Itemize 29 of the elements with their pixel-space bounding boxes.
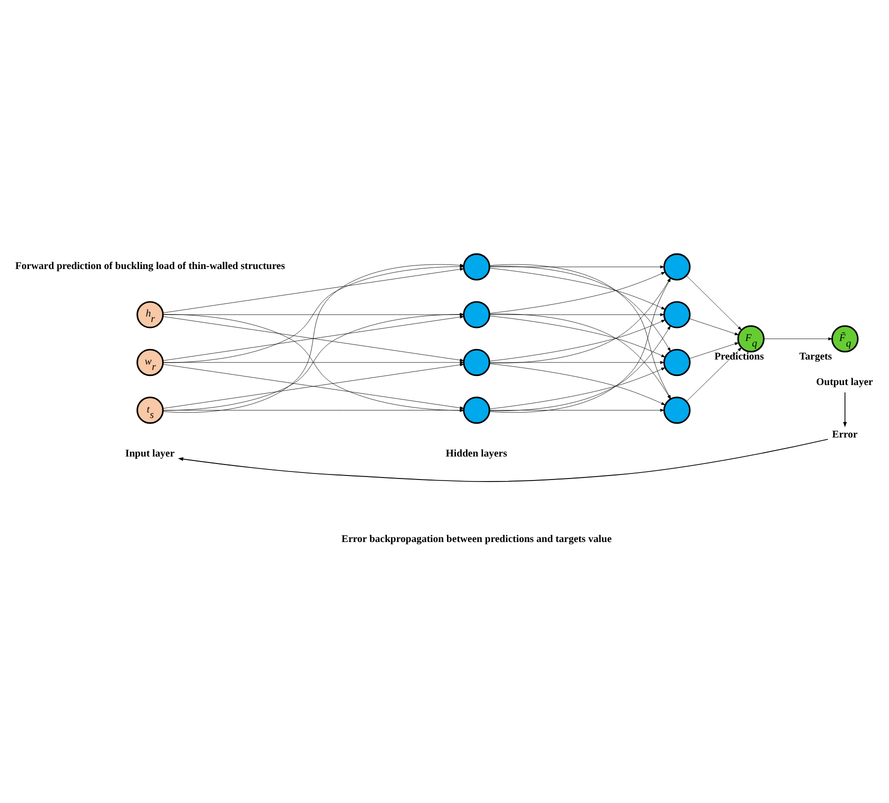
node-circle bbox=[663, 301, 691, 328]
arrow bbox=[489, 313, 664, 316]
arrow bbox=[162, 361, 464, 364]
label: Hidden layers bbox=[446, 448, 508, 460]
label: Forward prediction of buckling load of thin-walled structures bbox=[15, 260, 285, 272]
node-circle bbox=[463, 301, 490, 328]
arrow bbox=[178, 438, 828, 482]
node-circle bbox=[663, 253, 691, 280]
arrow bbox=[489, 408, 664, 412]
node-text: Output layer bbox=[816, 377, 873, 388]
node-circle bbox=[663, 348, 691, 376]
node-text: Error bbox=[832, 429, 858, 440]
node-text: Input layer bbox=[125, 448, 175, 460]
arrow bbox=[689, 342, 739, 359]
node-circle bbox=[463, 348, 490, 376]
label: Error backpropagation between predictions and targets value bbox=[341, 534, 612, 545]
node-circle bbox=[663, 396, 691, 424]
arrow bbox=[689, 318, 739, 336]
arrow bbox=[764, 337, 832, 340]
arrow bbox=[489, 265, 664, 268]
arrow bbox=[686, 276, 742, 330]
arrow bbox=[686, 347, 742, 402]
arrow bbox=[843, 392, 847, 428]
arrow bbox=[162, 268, 464, 314]
arrow bbox=[489, 361, 664, 364]
node-circle bbox=[463, 396, 490, 424]
node-circle bbox=[463, 253, 490, 280]
node-label: Targets bbox=[799, 351, 832, 362]
node-label: Predictions bbox=[714, 351, 764, 362]
